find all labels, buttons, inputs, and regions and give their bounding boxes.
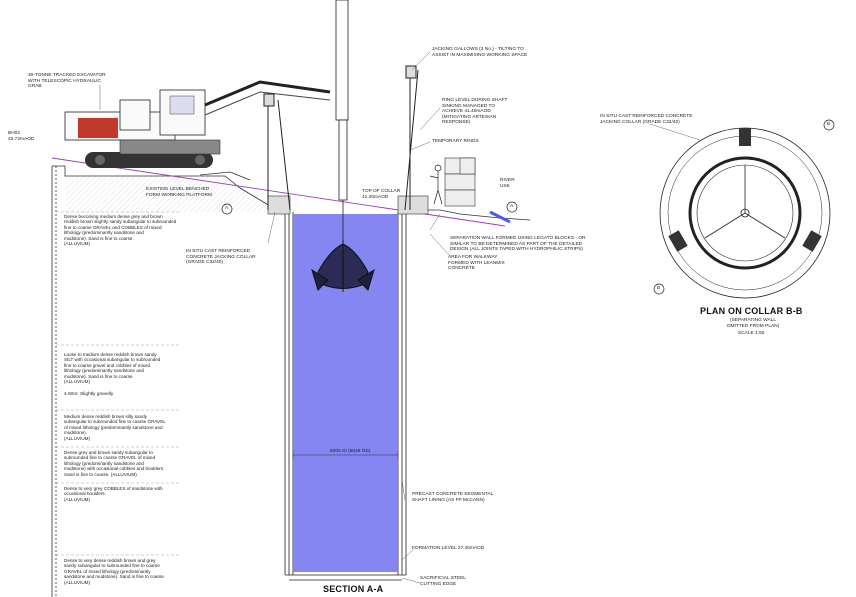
ring-level-note: RING LEVEL DURING SHAFT SINKING MANAGED … [442, 98, 508, 126]
gallows-note: JACKING GALLOWS (3 No.) - TILTING TO ASS… [432, 47, 528, 58]
stratum-5: Dense to very grey COBBLES of sandstone … [64, 486, 163, 502]
telescopic-arm [335, 0, 349, 240]
plan-scale: SCALE 1:50 [738, 331, 765, 336]
marker-a-left: A [225, 206, 229, 211]
precast-lining-note: PRECAST CONCRETE SEGMENTAL SHAFT LINING … [412, 492, 494, 503]
stratum-2: Loose to medium dense reddish brown sand… [64, 352, 161, 385]
stratum-3: Medium dense reddish brown silty sandy s… [64, 414, 166, 441]
shaft-dimension-label: 6000 ID (6846 OD) [330, 449, 371, 454]
plan-collar-note: IN SITU CAST REINFORCED CONCRETE JACKING… [600, 114, 693, 125]
legato-blocks [444, 157, 476, 207]
slightly-gravelly-note: 4.50m: Slightly gravelly [64, 392, 114, 397]
strata-dividers [56, 211, 180, 556]
river-level-line [489, 210, 511, 224]
worker-figure [429, 164, 443, 205]
stratum-6: Dense to very dense reddish brown and gr… [64, 558, 166, 585]
top-of-collar-note: TOP OF COLLAR 41.40mAOD [362, 189, 401, 200]
marker-b-left: B [657, 286, 661, 291]
plan-view [659, 127, 831, 299]
existing-level-line [51, 157, 506, 227]
ground-hatch [65, 176, 270, 212]
river-note: RIVER USK [500, 178, 515, 189]
stratum-4: Dense grey and brown sandy subangular to… [64, 450, 165, 477]
insitu-collar-note: IN SITU CAST REINFORCED CONCRETE JACKING… [186, 249, 256, 266]
separation-wall-note: SEPARATION WALL FORMED USING LEGATO BLOC… [450, 236, 586, 253]
section-markers [221, 119, 835, 295]
borehole-note: BH02 43.72mAOD [8, 131, 35, 142]
cutting-edge-note: SACRIFICIAL STEEL CUTTING EDGE [420, 576, 466, 587]
existing-level-note: EXISTING LEVEL BENCHED FORM WORKING PLAT… [146, 187, 212, 198]
section-title: SECTION A-A [323, 584, 384, 594]
leader-lines [99, 51, 701, 584]
marker-a-right: A [510, 204, 514, 209]
plan-title: PLAN ON COLLAR B-B [700, 306, 803, 316]
excavator-note: 30-TONNE TRACKED EXCAVATOR WITH TELESCOP… [28, 73, 106, 90]
shaft-dimension [292, 451, 399, 459]
clamshell-grab [311, 240, 375, 292]
marker-b-right: B [827, 122, 831, 127]
excavator [64, 80, 331, 168]
formation-level-note: FORMATION LEVEL 27.40mAOD [412, 546, 485, 551]
walkway-note: AREA FOR WALKWAY FORMED WITH LEANMIX CON… [448, 255, 505, 272]
plan-subtitle: (SEPARATING WALL OMITTED FROM PLAN) [726, 318, 780, 329]
jacking-gallows [263, 65, 419, 211]
temporary-rings-note: TEMPORARY RINGS [432, 139, 479, 144]
stratum-1: Dense becoming medium dense grey and bro… [64, 214, 177, 247]
